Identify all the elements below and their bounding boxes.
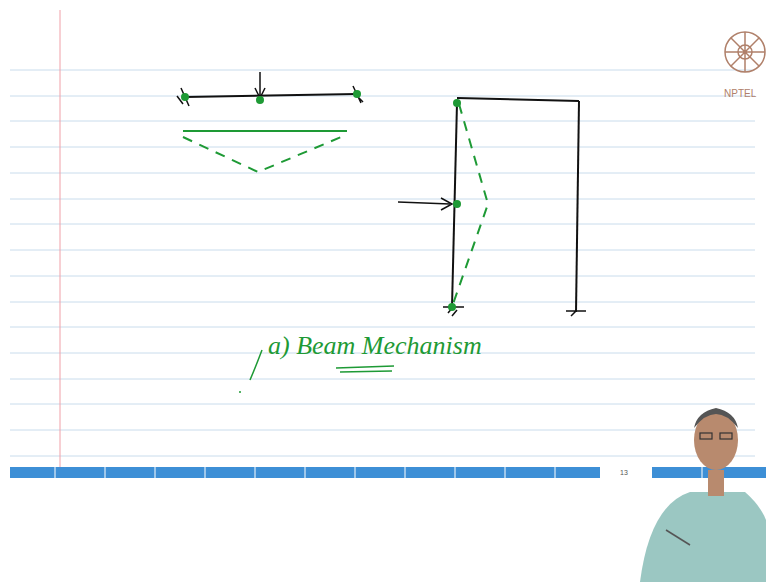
margin-line	[60, 10, 61, 468]
bar-separators	[55, 467, 702, 478]
fixed-beam	[177, 72, 363, 106]
logo-text: NPTEL	[724, 88, 756, 99]
pen-dot	[239, 391, 241, 393]
underline	[336, 366, 394, 372]
note-page	[10, 10, 755, 468]
nptel-logo	[725, 32, 765, 72]
ruled-lines	[10, 70, 755, 456]
beam-deflection	[183, 131, 347, 172]
portal-frame	[398, 98, 586, 316]
pen-stroke	[250, 350, 262, 380]
page-number: 13	[620, 469, 628, 477]
presenter	[640, 408, 766, 582]
page-bar	[10, 467, 600, 478]
mechanism-heading: a) Beam Mechanism	[268, 332, 482, 361]
